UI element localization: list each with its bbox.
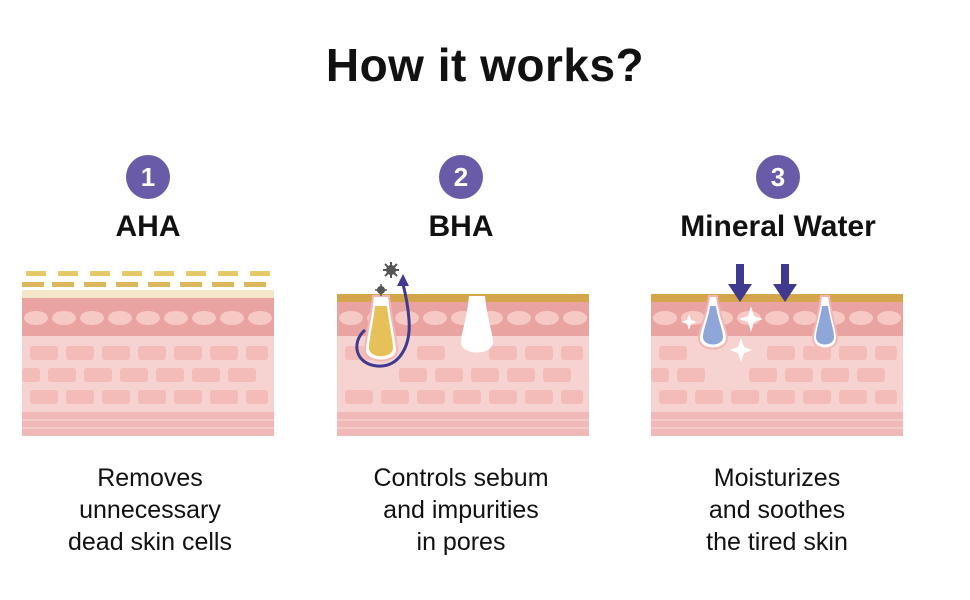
step-title: BHA bbox=[428, 210, 494, 243]
step-number-badge: 1 bbox=[126, 155, 170, 199]
clogged-pore-icon bbox=[363, 295, 399, 362]
step-number-badge: 3 bbox=[756, 155, 800, 199]
hydrated-pore-icon bbox=[697, 295, 729, 350]
dead-skin-flakes-icon bbox=[22, 271, 270, 287]
step-mineral-water: 3 Mineral Water bbox=[648, 155, 908, 245]
step-description: Moisturizes and soothes the tired skin bbox=[706, 464, 848, 556]
aha-skin-diagram bbox=[22, 271, 274, 436]
step-description: Controls sebum and impurities in pores bbox=[373, 464, 549, 556]
step-description: Removes unnecessary dead skin cells bbox=[68, 464, 232, 556]
step-number-badge: 2 bbox=[439, 155, 483, 199]
page-title: How it works? bbox=[325, 39, 645, 91]
step-aha: 1 AHA bbox=[18, 155, 278, 245]
clean-pore-icon bbox=[461, 296, 493, 353]
step-title: AHA bbox=[115, 210, 181, 243]
step-title: Mineral Water bbox=[680, 210, 876, 243]
step-bha: 2 BHA bbox=[331, 155, 591, 245]
hydrated-pore-icon bbox=[811, 295, 839, 350]
impurity-particle-icon bbox=[375, 262, 399, 296]
extraction-arrow-icon bbox=[355, 274, 411, 368]
absorption-arrow-icon bbox=[728, 264, 752, 302]
sparkle-icon bbox=[681, 306, 763, 362]
mineral-water-skin-diagram bbox=[651, 264, 903, 436]
bha-skin-diagram bbox=[337, 262, 589, 436]
absorption-arrow-icon bbox=[773, 264, 797, 302]
